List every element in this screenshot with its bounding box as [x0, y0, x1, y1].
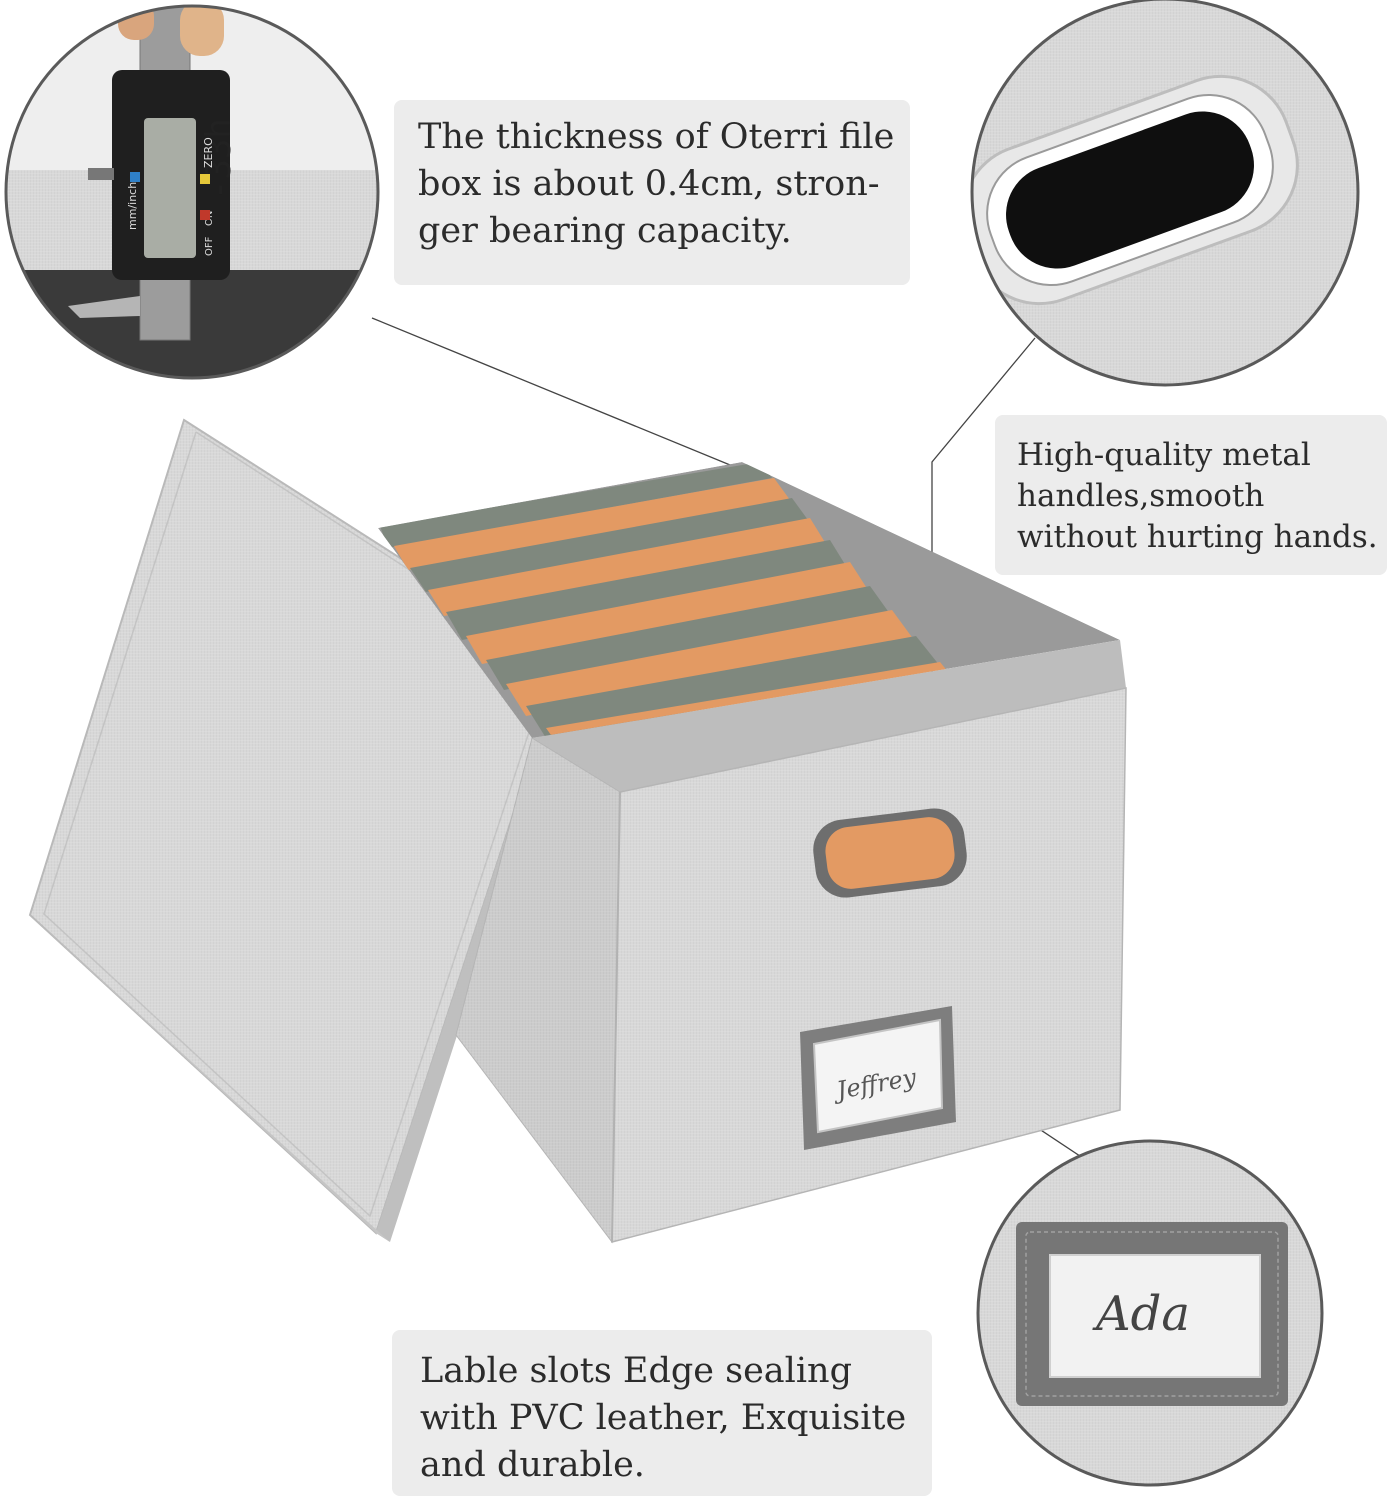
caliper-zero-label: ZERO	[202, 137, 215, 168]
callout-handles-text: High-quality metal handles,smooth withou…	[1017, 437, 1378, 555]
callout-label-slot-text: Lable slots Edge sealing with PVC leathe…	[420, 1351, 907, 1485]
callout-thickness-text: The thickness of Oterri file box is abou…	[418, 117, 895, 251]
callout-thickness: The thickness of Oterri file box is abou…	[394, 100, 910, 285]
caliper-display: -33h	[199, 118, 239, 200]
caliper-off-label: OFF	[204, 236, 215, 256]
box-handle	[813, 808, 967, 898]
label-slot: Jeffrey	[800, 1006, 956, 1150]
label-zoom-name-text: Ada	[1092, 1286, 1190, 1342]
file-box: Jeffrey	[378, 462, 1127, 1244]
callout-handles: High-quality metal handles,smooth withou…	[995, 415, 1387, 575]
caliper-zoom: -33h mm/inch ZERO ON OFF	[4, 4, 380, 380]
label-zoom: Ada	[976, 1139, 1324, 1487]
handle-zoom	[970, 0, 1360, 387]
caliper-units-label: mm/inch	[126, 182, 139, 230]
callout-label-slot: Lable slots Edge sealing with PVC leathe…	[392, 1330, 932, 1496]
